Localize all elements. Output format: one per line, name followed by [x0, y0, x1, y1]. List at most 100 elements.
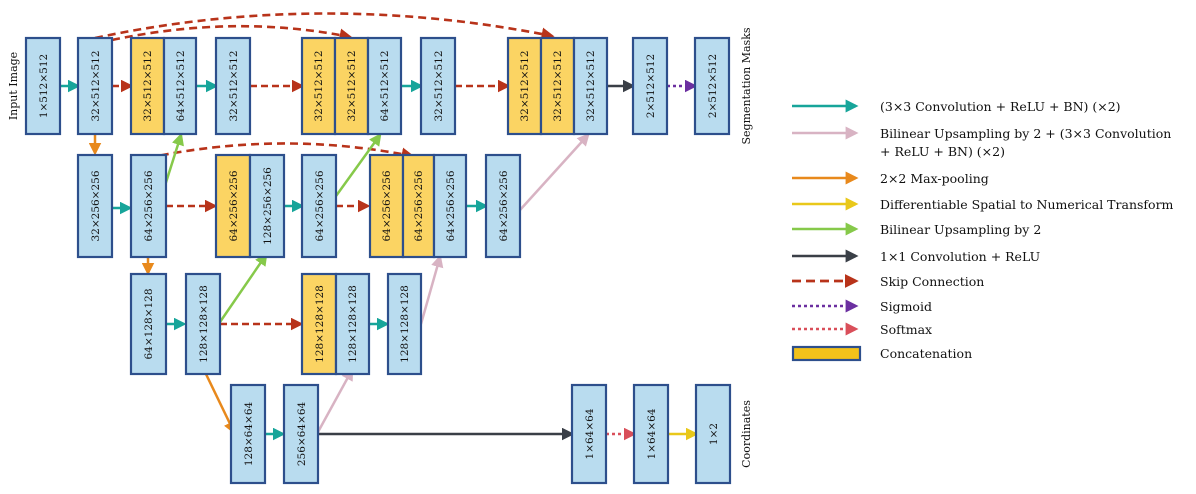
- maxpool-arrow: [203, 371, 236, 435]
- legend-label: Bilinear Upsampling by 2: [880, 222, 1041, 237]
- block: 32×512×512: [214, 36, 252, 136]
- block-label: 1×64×64: [584, 408, 596, 459]
- block-label: 32×512×512: [313, 50, 325, 121]
- skip-arc: [94, 12, 555, 41]
- block: 64×512×512: [162, 36, 198, 136]
- block-label: 32×512×512: [433, 50, 445, 121]
- block-label: 2×512×512: [707, 54, 719, 118]
- blocks: 1×512×512 32×512×512 32×512×512 64×512×5…: [24, 36, 732, 485]
- block: 128×128×128: [184, 272, 222, 376]
- legend-label: 1×1 Convolution + ReLU: [880, 249, 1040, 264]
- coordinates-label: Coordinates: [740, 400, 753, 468]
- block: 1×64×64: [632, 383, 670, 485]
- block-label: 128×128×128: [347, 285, 359, 363]
- skip-arc: [147, 142, 415, 161]
- block: 128×128×128: [386, 272, 423, 376]
- up-conv-arrow: [519, 133, 590, 211]
- concat-block: 32×512×512: [333, 36, 370, 136]
- block-label: 64×512×512: [175, 50, 187, 121]
- legend-item-upsample: Bilinear Upsampling by 2: [792, 222, 1041, 237]
- block-label: 64×128×128: [143, 288, 155, 359]
- legend-label: Concatenation: [880, 346, 972, 361]
- legend-item-up-conv: Bilinear Upsampling by 2 + (3×3 Convolut…: [792, 126, 1171, 159]
- block-label: 128×128×128: [399, 285, 411, 363]
- block-label: 128×256×256: [262, 167, 274, 245]
- block-label: 32×512×512: [90, 50, 102, 121]
- legend-label: Differentiable Spatial to Numerical Tran…: [880, 197, 1174, 212]
- legend-label: (3×3 Convolution + ReLU + BN) (×2): [880, 99, 1121, 114]
- up-conv-arrow: [316, 367, 354, 433]
- block-label: 32×512×512: [519, 50, 531, 121]
- upsample-arrow: [334, 132, 382, 197]
- up-conv-arrow: [419, 254, 444, 325]
- concat-block: 64×256×256: [368, 153, 405, 259]
- concat-block: 64×256×256: [401, 153, 436, 259]
- block-label: 1×2: [708, 423, 720, 445]
- block: 2×512×512: [631, 36, 669, 136]
- block: 1×64×64: [570, 383, 608, 485]
- input-image-label: Input Image: [7, 52, 20, 120]
- block: 128×128×128: [334, 272, 371, 376]
- upsample-arrow: [218, 252, 268, 323]
- block: 2×512×512: [693, 36, 731, 136]
- block-label: 1×512×512: [38, 54, 50, 118]
- block: 64×256×256: [129, 153, 168, 259]
- segmentation-masks-label: Segmentation Masks: [740, 27, 753, 144]
- legend-label: 2×2 Max-pooling: [880, 171, 989, 186]
- block: 32×256×256: [76, 153, 114, 259]
- block: 256×64×64: [282, 383, 320, 485]
- legend-item-concat: Concatenation: [791, 345, 972, 362]
- legend: (3×3 Convolution + ReLU + BN) (×2) Bilin…: [791, 99, 1174, 362]
- concat-block: 32×512×512: [506, 36, 543, 136]
- skip-arc: [111, 24, 353, 42]
- block-label: 64×256×256: [445, 170, 457, 241]
- concat-block: 64×256×256: [214, 153, 252, 259]
- legend-item-softmax: Softmax: [792, 322, 932, 337]
- block: 128×64×64: [229, 383, 267, 485]
- block-label: 64×256×256: [143, 170, 155, 241]
- legend-label: Sigmoid: [880, 299, 932, 314]
- legend-item-maxpool: 2×2 Max-pooling: [792, 171, 989, 186]
- block-label: 64×256×256: [381, 170, 393, 241]
- block: 128×256×256: [248, 153, 286, 259]
- block: 32×512×512: [419, 36, 457, 136]
- block: 32×512×512: [76, 36, 114, 136]
- concat-block: 32×512×512: [300, 36, 337, 136]
- block-label: 32×512×512: [585, 50, 597, 121]
- legend-label: Skip Connection: [880, 274, 984, 289]
- block: 1×2: [694, 383, 732, 485]
- block-label: 64×256×256: [498, 170, 510, 241]
- block-label: 128×128×128: [198, 285, 210, 363]
- legend-label: Softmax: [880, 322, 932, 337]
- block: 64×128×128: [129, 272, 168, 376]
- block-label: 32×512×512: [228, 50, 240, 121]
- block: 64×256×256: [300, 153, 338, 259]
- block: 64×512×512: [366, 36, 403, 136]
- block: 64×256×256: [484, 153, 522, 259]
- concat-block: 32×512×512: [539, 36, 576, 136]
- concat-block: 32×512×512: [129, 36, 166, 136]
- legend-item-conv: (3×3 Convolution + ReLU + BN) (×2): [792, 99, 1121, 114]
- legend-label: Bilinear Upsampling by 2 + (3×3 Convolut…: [880, 126, 1171, 141]
- legend-item-conv1x1: 1×1 Convolution + ReLU: [792, 249, 1040, 264]
- block-label: 32×256×256: [90, 170, 102, 241]
- block-label: 32×512×512: [552, 50, 564, 121]
- legend-concat-swatch-icon: [791, 345, 862, 362]
- legend-item-dsnt: Differentiable Spatial to Numerical Tran…: [792, 197, 1174, 212]
- concat-block: 128×128×128: [300, 272, 338, 376]
- block-label: 32×512×512: [346, 50, 358, 121]
- block-label: 64×256×256: [413, 170, 425, 241]
- block-label: 64×256×256: [228, 170, 240, 241]
- block-label: 128×64×64: [243, 402, 255, 467]
- block-label: 32×512×512: [142, 50, 154, 121]
- block-label: 64×256×256: [314, 170, 326, 241]
- block-label: 256×64×64: [296, 402, 308, 467]
- legend-item-sigmoid: Sigmoid: [792, 299, 932, 314]
- block: 64×256×256: [432, 153, 468, 259]
- block-label: 64×512×512: [379, 50, 391, 121]
- block-label: 128×128×128: [314, 285, 326, 363]
- legend-label: + ReLU + BN) (×2): [880, 144, 1005, 159]
- block: 1×512×512: [24, 36, 62, 136]
- block-label: 2×512×512: [645, 54, 657, 118]
